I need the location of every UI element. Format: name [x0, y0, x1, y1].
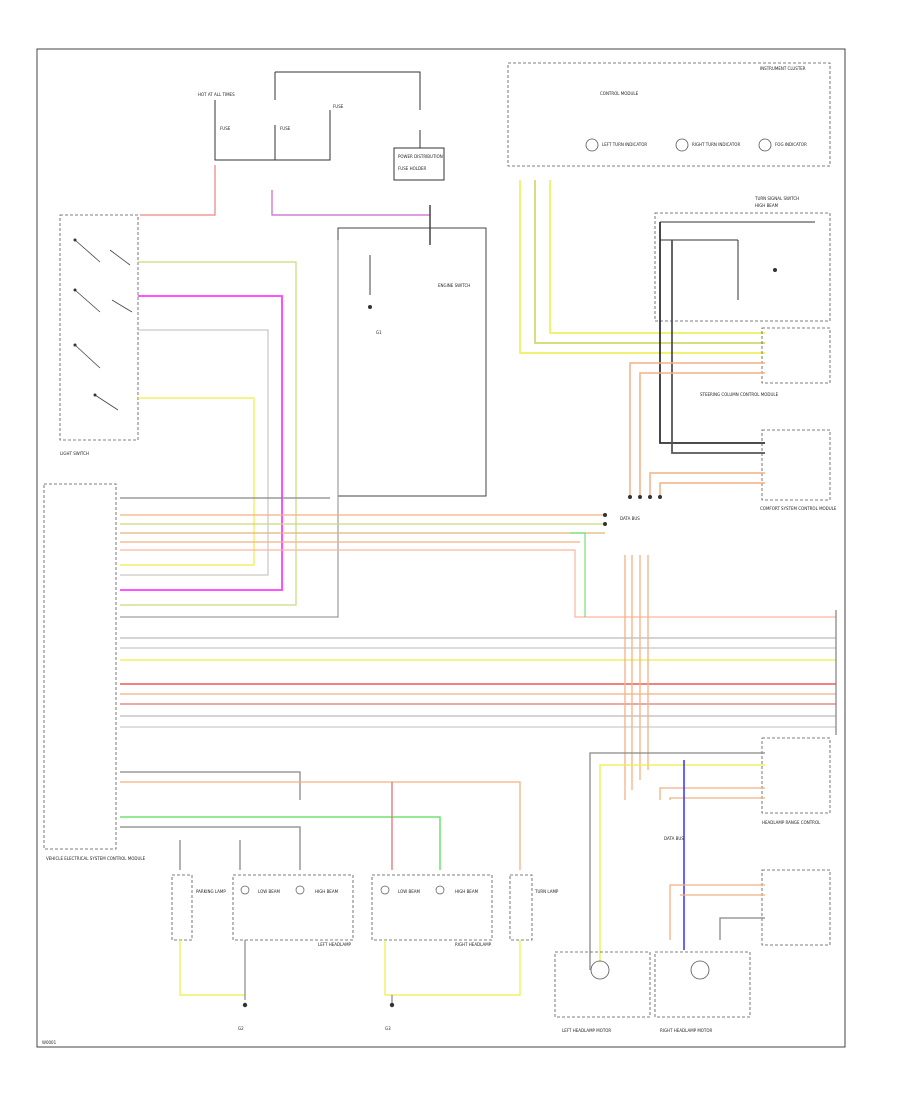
- module-bus-wires: [120, 497, 836, 618]
- wire-yellow-green-1: [120, 261, 297, 606]
- ground-wires: [179, 940, 521, 1005]
- module-to-headlamp-wires: [120, 771, 521, 870]
- instrument-cluster-label: INSTRUMENT CLUSTER: [760, 66, 806, 71]
- left-low-beam-label: LOW BEAM: [258, 889, 280, 894]
- left-parking-lamp: PARKING LAMP: [171, 874, 226, 941]
- right-harness: [120, 610, 837, 735]
- fuse-labels: HOT AT ALL TIMES FUSE FUSE FUSE POWER DI…: [198, 92, 443, 171]
- left-parking-lamp-label: PARKING LAMP: [196, 889, 226, 894]
- wire-engine-out: [120, 240, 339, 618]
- fog-indicator-label: FOG INDICATOR: [775, 142, 807, 147]
- cluster-wires: [519, 180, 765, 354]
- instrument-cluster: INSTRUMENT CLUSTER CONTROL MODULE LEFT T…: [507, 62, 831, 167]
- wire-magenta-feed: [271, 190, 430, 216]
- ground-point-g3: [389, 1002, 395, 1008]
- right-headlamp-motor: RIGHT HEADLAMP MOTOR: [654, 951, 751, 1033]
- ground-point-g2: [242, 1002, 248, 1008]
- right-headlamp-assembly: LOW BEAM HIGH BEAM RIGHT HEADLAMP: [371, 874, 493, 947]
- diagram-code-label: W0001: [42, 1040, 57, 1045]
- light-switch-label: LIGHT SWITCH: [60, 451, 89, 456]
- headlamp-range-label: HEADLAMP RANGE CONTROL: [762, 820, 821, 825]
- right-turn-indicator-label: RIGHT TURN INDICATOR: [692, 142, 740, 147]
- steering-column-label: STEERING COLUMN CONTROL MODULE: [700, 392, 779, 397]
- ground-g3-label: G3: [385, 1026, 391, 1031]
- data-bus-node: DATA BUS: [603, 495, 662, 800]
- right-headlamp-motor-module: [669, 869, 831, 946]
- wire-magenta-2: [120, 295, 283, 591]
- left-headlamp-assembly: LOW BEAM HIGH BEAM LEFT HEADLAMP: [232, 874, 354, 947]
- comfort-system-module: COMFORT SYSTEM CONTROL MODULE: [760, 429, 837, 511]
- turn-signal-switch-label: TURN SIGNAL SWITCH: [754, 196, 799, 201]
- left-high-beam-label: HIGH BEAM: [315, 889, 339, 894]
- vehicle-electrical-module: VEHICLE ELECTRICAL SYSTEM CONTROL MODULE: [43, 483, 146, 861]
- orange-bus-wires: [629, 362, 765, 495]
- data-bus-label-2: DATA BUS: [664, 836, 684, 841]
- engine-switch-label: ENGINE SWITCH: [438, 283, 470, 288]
- steering-column-module: STEERING COLUMN CONTROL MODULE: [700, 327, 831, 397]
- fuse-label-2: FUSE: [280, 126, 291, 131]
- power-distribution-label: POWER DISTRIBUTION: [398, 154, 443, 159]
- wire-gray-3: [120, 329, 269, 576]
- instrument-control-label: CONTROL MODULE: [600, 91, 639, 96]
- wire-pink-feed: [140, 165, 216, 216]
- ground-g1-label: G1: [376, 330, 382, 335]
- turn-signal-switch-sublabel: HIGH BEAM: [755, 203, 779, 208]
- wire-yellow-4: [120, 397, 255, 566]
- diagram-frame: [36, 48, 846, 1048]
- fuse-holder-label: FUSE HOLDER: [398, 166, 427, 171]
- left-turn-indicator-label: LEFT TURN INDICATOR: [602, 142, 647, 147]
- power-supply-section: [214, 71, 445, 181]
- fuse-label-3: FUSE: [333, 104, 344, 109]
- range-control-wires: [589, 752, 765, 970]
- right-high-beam-label: HIGH BEAM: [455, 889, 479, 894]
- data-bus-label: DATA BUS: [620, 516, 640, 521]
- left-headlamp-motor: LEFT HEADLAMP MOTOR: [554, 951, 651, 1033]
- turn-signal-wires: [659, 222, 765, 454]
- headlamp-range-control: HEADLAMP RANGE CONTROL: [761, 737, 831, 825]
- wire-green-bus: [570, 532, 586, 617]
- light-switch: LIGHT SWITCH: [59, 214, 139, 456]
- left-motor-label: LEFT HEADLAMP MOTOR: [562, 1028, 611, 1033]
- right-low-beam-label: LOW BEAM: [398, 889, 420, 894]
- ground-g2-label: G2: [238, 1026, 244, 1031]
- turn-signal-switch: TURN SIGNAL SWITCH HIGH BEAM: [654, 196, 831, 322]
- right-turn-lamp: TURN LAMP: [509, 874, 559, 941]
- right-motor-label: RIGHT HEADLAMP MOTOR: [660, 1028, 713, 1033]
- left-headlamp-label: LEFT HEADLAMP: [318, 942, 352, 947]
- comfort-system-label: COMFORT SYSTEM CONTROL MODULE: [760, 506, 837, 511]
- right-headlamp-label: RIGHT HEADLAMP: [455, 942, 492, 947]
- engine-switch: ENGINE SWITCH: [337, 205, 487, 497]
- vehicle-module-label: VEHICLE ELECTRICAL SYSTEM CONTROL MODULE: [46, 856, 146, 861]
- hot-at-all-times-label: HOT AT ALL TIMES: [198, 92, 235, 97]
- right-turn-lamp-label: TURN LAMP: [534, 889, 559, 894]
- fuse-label-1: FUSE: [220, 126, 231, 131]
